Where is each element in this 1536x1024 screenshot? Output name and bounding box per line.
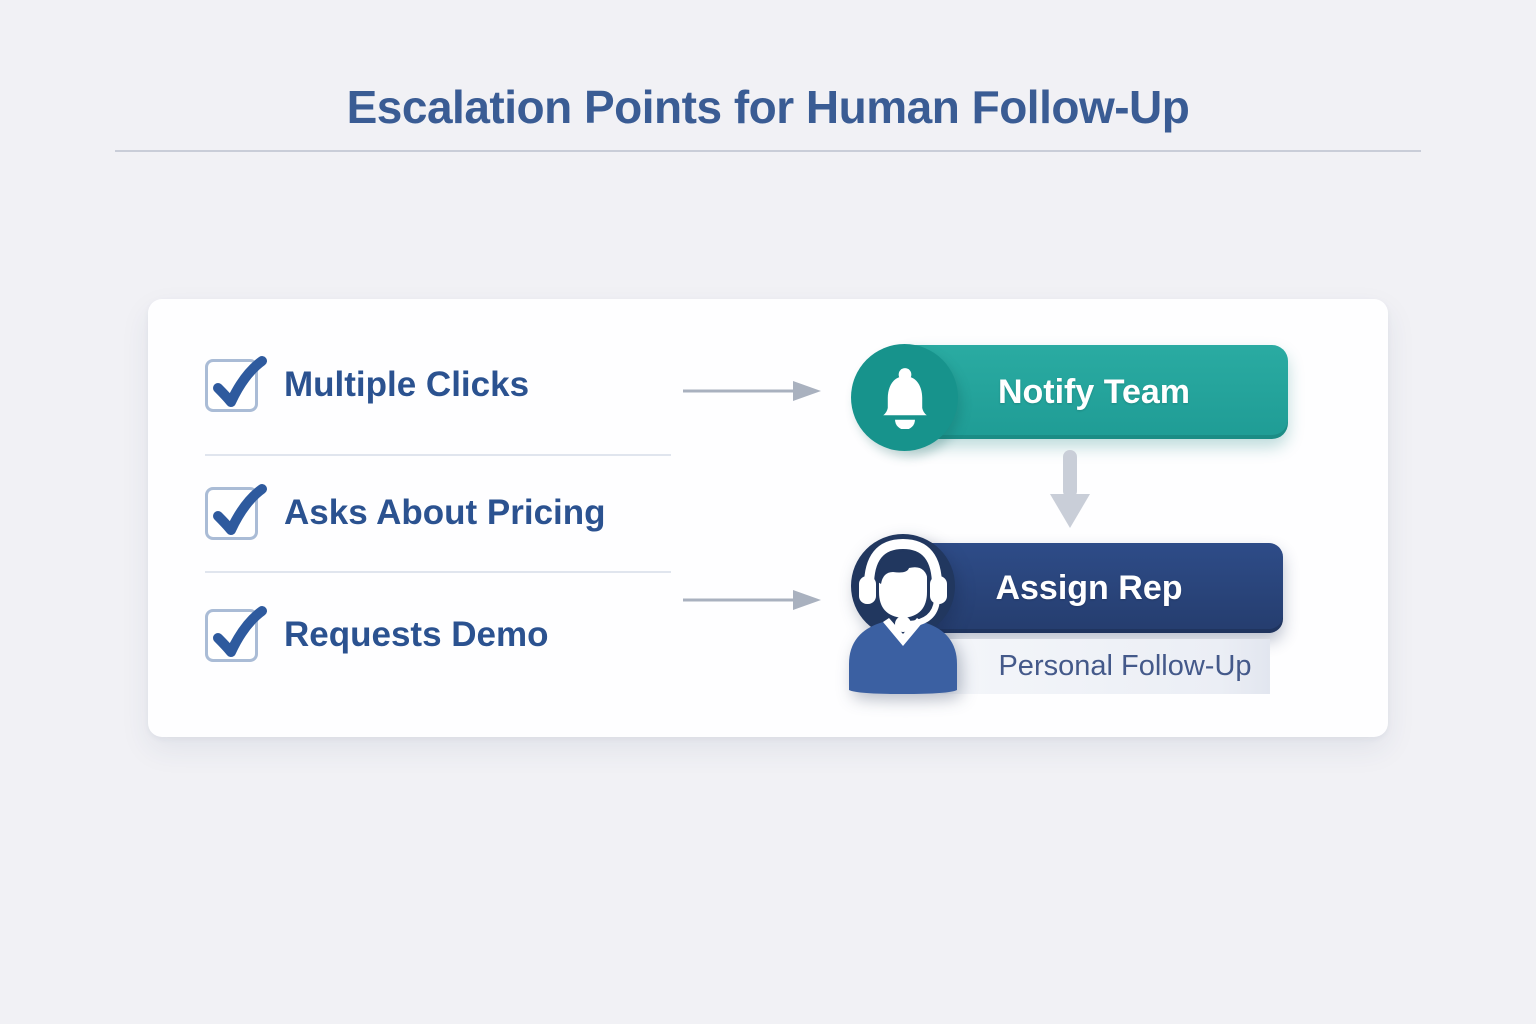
page-title: Escalation Points for Human Follow-Up <box>346 81 1190 133</box>
personal-follow-up-label: Personal Follow-Up <box>998 650 1252 682</box>
checkbox-checked-icon[interactable] <box>205 355 267 412</box>
title-divider <box>115 150 1421 152</box>
checkmark-icon <box>213 605 267 657</box>
right-arrow-icon <box>683 381 821 401</box>
checkmark-icon <box>213 483 267 535</box>
notify-team-label: Notify Team <box>997 372 1191 411</box>
bell-icon <box>882 367 927 429</box>
checkbox-checked-icon[interactable] <box>205 605 267 662</box>
checklist-item-label: Asks About Pricing <box>284 493 606 532</box>
personal-follow-up-strip: Personal Follow-Up <box>940 639 1270 694</box>
assign-rep-label: Assign Rep <box>995 568 1183 607</box>
checkbox-checked-icon[interactable] <box>205 483 267 540</box>
bell-icon-circle <box>851 344 958 451</box>
checklist-item-asks-about-pricing: Asks About Pricing <box>205 483 606 541</box>
notify-team-button[interactable]: Notify Team <box>900 345 1288 439</box>
down-arrow-icon <box>1050 450 1090 528</box>
support-agent-icon <box>849 534 957 694</box>
checklist-item-multiple-clicks: Multiple Clicks <box>205 355 530 413</box>
escalation-card: Multiple Clicks Asks About Pricing Reque… <box>148 299 1388 737</box>
checklist-divider <box>205 571 671 573</box>
checklist-item-label: Multiple Clicks <box>284 365 530 404</box>
checklist-item-requests-demo: Requests Demo <box>205 605 549 663</box>
checkmark-icon <box>213 355 267 407</box>
right-arrow-icon <box>683 590 821 610</box>
checklist-divider <box>205 454 671 456</box>
checklist-item-label: Requests Demo <box>284 615 549 654</box>
assign-rep-button[interactable]: Assign Rep <box>895 543 1283 633</box>
